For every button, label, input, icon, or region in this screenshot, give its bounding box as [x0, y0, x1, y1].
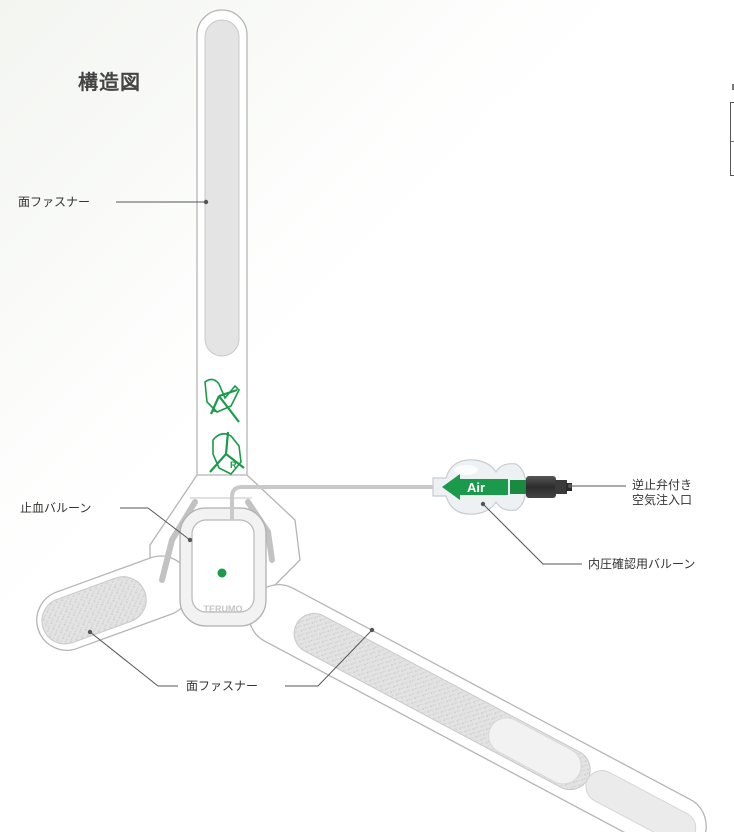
- right-hand-letter: R: [230, 460, 237, 470]
- label-hemostatic-balloon: 止血バルーン: [20, 501, 92, 515]
- label-velcro-bottom: 面ファスナー: [186, 679, 259, 693]
- page-title: 構造図: [78, 70, 141, 94]
- hemostatic-balloon-shape: TERUMO: [179, 507, 267, 627]
- label-velcro-top: 面ファスナー: [18, 195, 91, 209]
- leader-hemostatic: [120, 507, 191, 541]
- leader-velcro-right: [285, 629, 373, 687]
- leader-lines: [89, 201, 626, 687]
- label-pressure-balloon: 内圧確認用バルーン: [588, 557, 696, 571]
- leader-anchor-dots: [87, 199, 573, 635]
- left-hand-letter: L: [213, 404, 219, 414]
- edge-table-fragment: [730, 102, 734, 176]
- label-valve-line2: 空気注入口: [632, 493, 693, 507]
- air-arrow-icon: Air: [442, 474, 508, 500]
- check-valve-connector: [510, 476, 572, 498]
- air-tube: [230, 485, 440, 520]
- band-left-arm: [36, 555, 192, 651]
- air-label: Air: [467, 480, 485, 495]
- band-right-arm: [248, 584, 707, 832]
- edge-tick-mark: [732, 84, 734, 90]
- leader-velcro-left: [89, 631, 178, 687]
- right-hand-symbol: [209, 431, 245, 475]
- left-hand-symbol: [204, 378, 240, 423]
- compression-marker-dot: [217, 568, 227, 578]
- label-valve-line1: 逆止弁付き: [632, 478, 693, 492]
- label-check-valve: 逆止弁付き 空気注入口: [632, 478, 692, 508]
- band-top-strap: [196, 9, 248, 499]
- leader-pressure: [482, 503, 582, 565]
- brand-logo: TERUMO: [204, 604, 243, 614]
